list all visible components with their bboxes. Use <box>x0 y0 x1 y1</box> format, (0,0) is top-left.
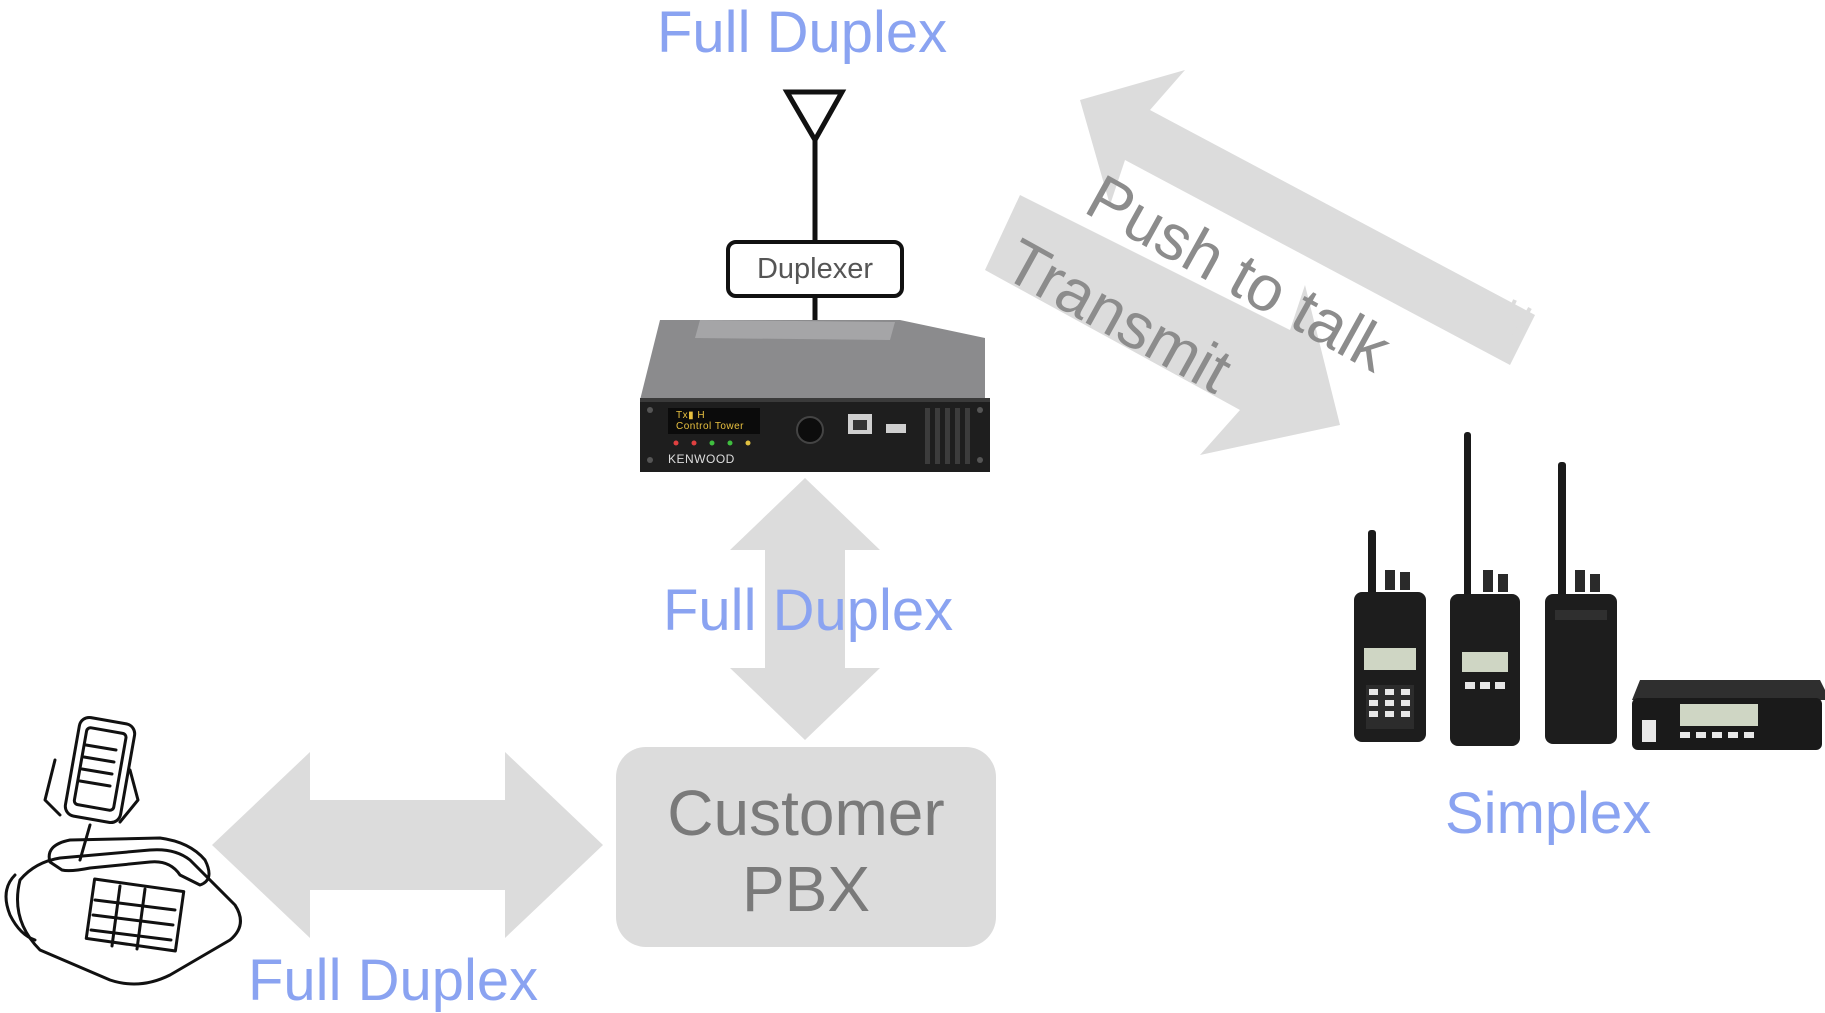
handheld-radio-3 <box>1545 462 1617 744</box>
bottom-full-duplex-label: Full Duplex <box>248 948 539 1013</box>
customer-pbx-label: Customer PBX <box>616 775 996 927</box>
simplex-label: Simplex <box>1445 781 1652 846</box>
phones-sketch-icon <box>4 715 242 986</box>
horizontal-double-arrow <box>212 752 603 938</box>
antenna-icon <box>782 89 847 320</box>
repeater-brand: KENWOOD <box>668 452 735 466</box>
transmit-arrow <box>985 195 1340 455</box>
handheld-radio-2 <box>1450 432 1520 746</box>
repeater-display-line-2: Control Tower <box>676 421 745 432</box>
mid-full-duplex-label: Full Duplex <box>663 578 954 643</box>
pbx-line-2: PBX <box>741 853 871 925</box>
duplexer-box: Duplexer <box>726 240 904 298</box>
customer-pbx-box <box>616 747 996 947</box>
mobile-radio <box>1632 680 1825 750</box>
top-full-duplex-label: Full Duplex <box>657 0 948 65</box>
push-to-talk-arrow <box>1080 70 1535 365</box>
repeater-display-line-1: Tx▮ H <box>676 410 706 421</box>
handheld-radio-1 <box>1354 530 1426 742</box>
pbx-line-1: Customer <box>667 777 945 849</box>
repeater-unit <box>640 320 990 472</box>
vertical-double-arrow <box>730 478 880 740</box>
